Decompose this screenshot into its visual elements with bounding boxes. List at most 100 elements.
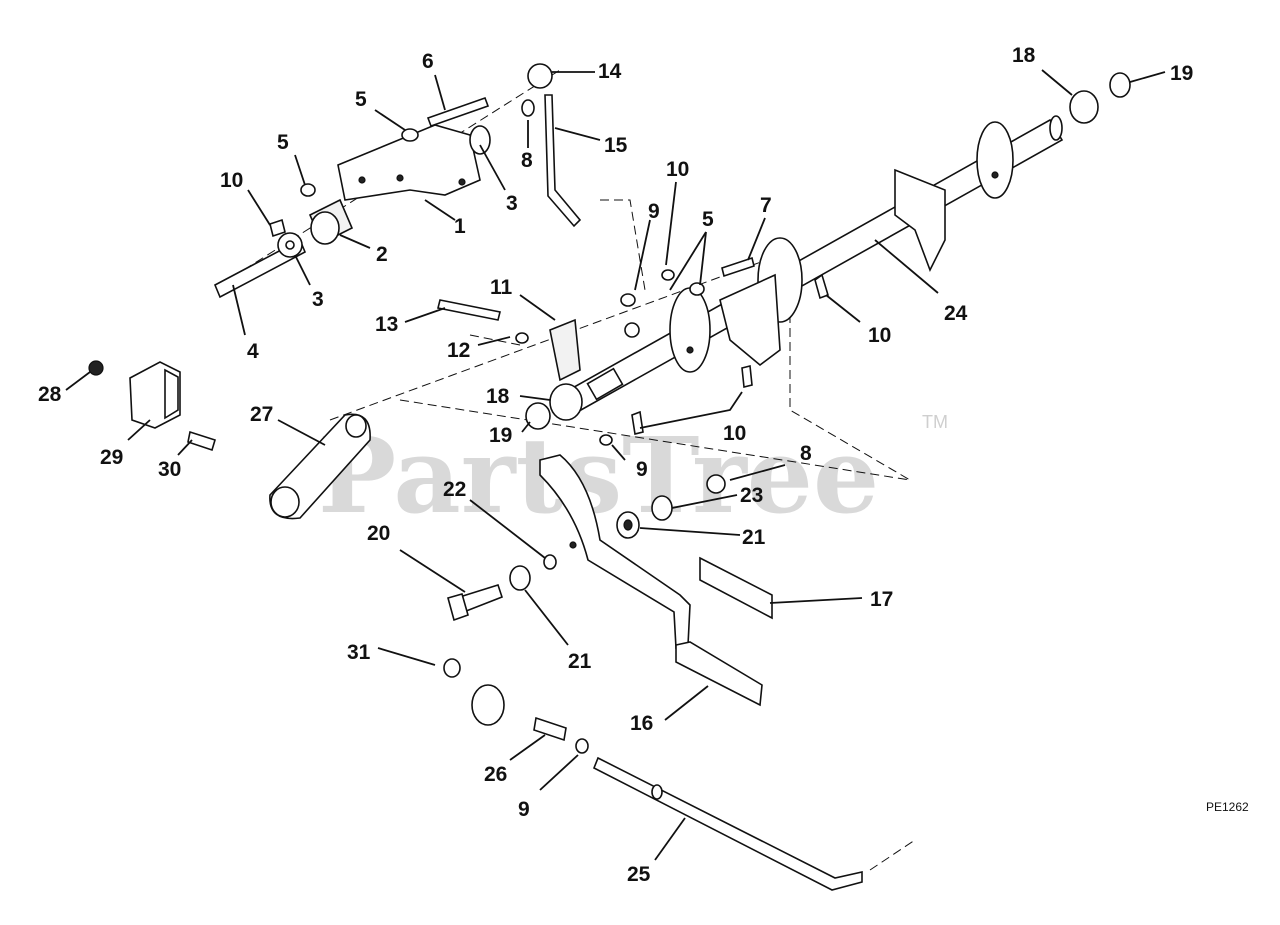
callout-17: 17: [870, 588, 893, 611]
callout-23: 23: [740, 484, 763, 507]
callout-8-upper: 8: [521, 149, 533, 172]
nut-22: [543, 554, 557, 570]
shaft-block: [719, 273, 781, 367]
callout-9-upper: 9: [648, 200, 660, 223]
clip-10-lower-b: [741, 365, 753, 388]
axis-lower: [399, 399, 911, 481]
callout-26: 26: [484, 763, 507, 786]
callout-10-d: 10: [723, 422, 746, 445]
leader-18-right: [1041, 69, 1073, 96]
watermark: PartsTree TM: [318, 412, 948, 537]
callout-24: 24: [944, 302, 968, 325]
bushing-18-right: [1069, 90, 1099, 124]
leader-15: [554, 127, 601, 141]
leader-10-d: [639, 391, 743, 429]
leader-10-a: [247, 189, 271, 226]
axis-right: [789, 300, 911, 481]
ring-19-center: [525, 402, 551, 430]
leader-29: [127, 419, 151, 441]
callout-31: 31: [347, 641, 371, 664]
left-parts: [88, 360, 371, 520]
washer-5-upper: [401, 128, 419, 142]
callout-10-a: 10: [220, 169, 243, 192]
nut-28: [88, 360, 104, 376]
clip-10-mid: [661, 269, 675, 281]
washer-21-lower: [509, 565, 531, 591]
callout-1: 1: [454, 215, 466, 238]
leader-31: [377, 647, 436, 666]
leader-5-c1: [669, 231, 707, 291]
callout-22: 22: [443, 478, 466, 501]
leader-21-upper: [639, 527, 741, 536]
leader-5-a: [374, 109, 406, 131]
gear-31: [471, 684, 505, 726]
leader-3-lower: [294, 254, 311, 286]
leader-24: [874, 239, 939, 294]
shaft-flange-right: [976, 121, 1014, 199]
leader-21-lower: [524, 589, 569, 646]
axis-rod-15: [600, 199, 646, 291]
callout-9-lower: 9: [518, 798, 530, 821]
callout-3-upper: 3: [506, 192, 518, 215]
callout-15: 15: [604, 134, 628, 157]
callout-14: 14: [598, 60, 622, 83]
shaft-flange-left: [669, 287, 711, 373]
upper-right-parts: [1069, 72, 1131, 124]
callout-19-center: 19: [489, 424, 512, 447]
leader-8-lower: [729, 464, 786, 481]
washer-5-mid: [689, 282, 705, 296]
axis-bolt-13: [469, 334, 521, 346]
leader-16: [664, 685, 709, 721]
shaft-collar: [586, 367, 624, 401]
washer-9-upper: [620, 293, 636, 307]
leader-3-upper: [479, 144, 506, 191]
leader-27: [277, 419, 326, 446]
screw-30: [187, 430, 216, 452]
nut-5: [624, 322, 640, 338]
leader-18-center: [519, 395, 551, 401]
callout-4: 4: [247, 340, 259, 363]
plate-11: [549, 318, 581, 382]
bushing-14: [527, 63, 553, 89]
axis-rod-25: [869, 839, 916, 871]
washer-9-center: [599, 434, 613, 446]
leader-20: [399, 549, 466, 593]
bolt-13: [437, 299, 501, 321]
callout-27: 27: [250, 403, 273, 426]
shaft-arm: [894, 168, 946, 272]
bolt-7: [721, 256, 755, 278]
diagram-reference-code: PE1262: [1206, 800, 1249, 814]
leader-lines: [65, 69, 1166, 861]
leader-9-upper: [634, 219, 651, 291]
nut-31: [443, 658, 461, 678]
washer-5-lower: [300, 183, 316, 197]
leader-28: [65, 371, 91, 391]
watermark-brand: PartsTree: [318, 414, 879, 537]
leader-19-right: [1129, 71, 1166, 83]
lower-parts: [443, 454, 863, 891]
washer-9-lower: [575, 738, 589, 754]
callout-3-lower: 3: [312, 288, 324, 311]
callout-18-center: 18: [486, 385, 510, 408]
callout-30: 30: [158, 458, 181, 481]
main-shaft: [558, 115, 1064, 417]
washer-23: [651, 495, 673, 521]
leader-11: [519, 294, 556, 321]
callout-19-right: 19: [1170, 62, 1193, 85]
callout-20: 20: [367, 522, 390, 545]
leader-13: [404, 307, 446, 323]
callout-10-b: 10: [666, 158, 689, 181]
leader-19-center: [521, 421, 531, 433]
leader-12: [477, 336, 511, 346]
callout-21-upper: 21: [742, 526, 766, 549]
callout-9-center: 9: [636, 458, 648, 481]
nut-8-upper: [521, 99, 535, 117]
callout-6: 6: [422, 50, 434, 73]
callout-25: 25: [627, 863, 651, 886]
leader-30: [177, 439, 193, 456]
bushing-18-center: [549, 383, 583, 421]
upper-linkage: [213, 63, 582, 299]
leader-9-lower: [539, 754, 579, 791]
callout-13: 13: [375, 313, 398, 336]
